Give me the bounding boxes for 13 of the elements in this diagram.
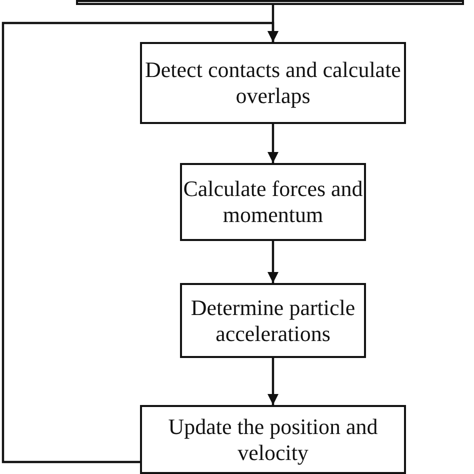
arrow xyxy=(268,358,278,405)
box-shape xyxy=(76,0,464,5)
process-box xyxy=(140,42,406,124)
arrow xyxy=(268,124,278,163)
step-text: Calculate forces and momentum xyxy=(182,176,364,228)
process-box xyxy=(180,283,366,358)
process-box xyxy=(140,405,406,474)
step-text: Update the position and velocity xyxy=(167,414,379,466)
step-text: Detect contacts and calculate overlaps xyxy=(144,57,402,109)
step-text: Determine particle accelerations xyxy=(190,294,356,346)
arrow xyxy=(2,22,278,464)
process-box xyxy=(180,163,366,241)
arrow xyxy=(268,241,278,283)
